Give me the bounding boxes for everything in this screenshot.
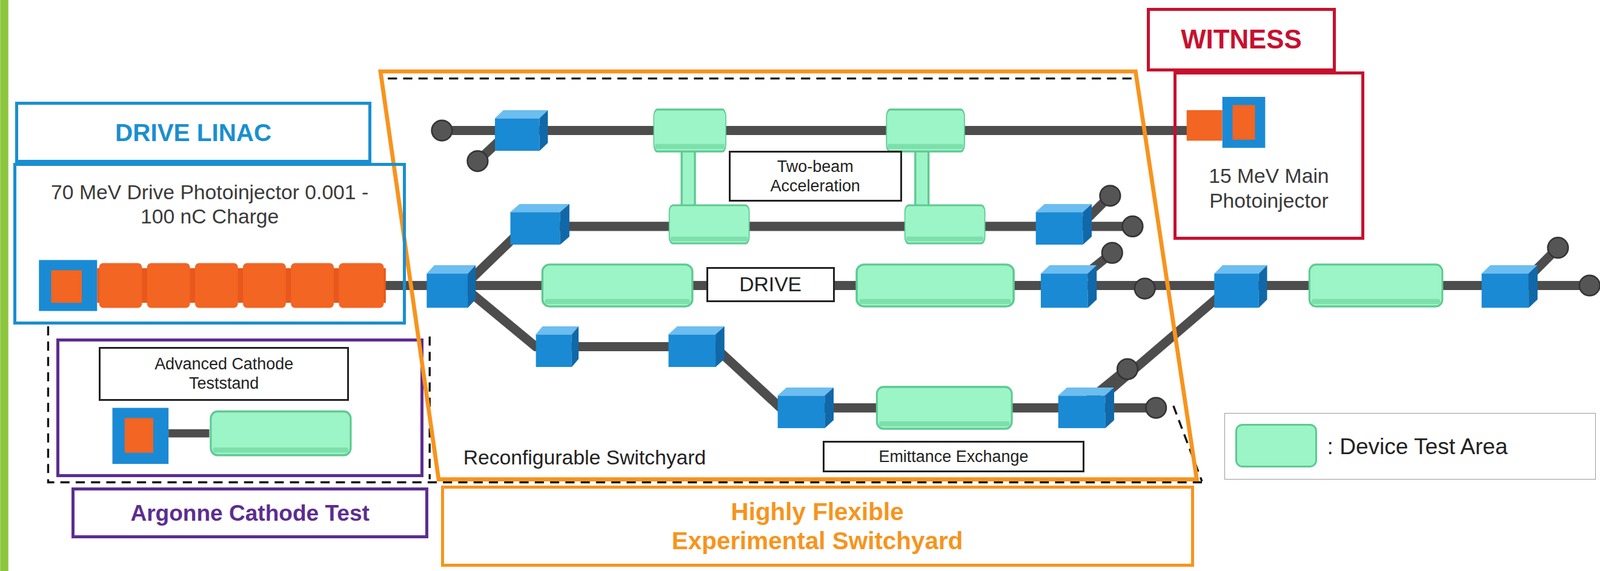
label-frame: Emittance Exchange xyxy=(822,441,1086,473)
label-box: Advanced Cathode Teststand xyxy=(98,347,349,402)
region-outline xyxy=(380,71,1197,480)
label-text: Reconfigurable Switchyard xyxy=(463,445,707,471)
heading-box: DRIVE LINAC xyxy=(15,101,372,163)
switchyard-group: Highly Flexible Experimental Switchyard R… xyxy=(380,71,1197,571)
label-text: DRIVE xyxy=(739,272,802,297)
linac-structure xyxy=(96,262,386,308)
beam-pipes xyxy=(385,130,1588,409)
label-frame: DRIVE xyxy=(706,267,835,302)
waveguide xyxy=(681,149,929,206)
label-text: 70 MeV Drive Photoinjector 0.001 - 100 n… xyxy=(46,180,374,230)
label-box: Two-beam Acceleration xyxy=(728,150,903,202)
label-text: Emittance Exchange xyxy=(878,447,1029,467)
heading-box: Argonne Cathode Test xyxy=(71,487,429,539)
heading-text: WITNESS xyxy=(1180,23,1302,56)
cathode-test-group: Argonne Cathode Test Advanced Cathode Tes… xyxy=(49,336,429,542)
label-frame: Two-beam Acceleration xyxy=(728,150,903,202)
linac-group: DRIVE LINAC 70 MeV Drive Photoinjector 0.… xyxy=(13,101,406,325)
label-text: Two-beam Acceleration xyxy=(754,156,877,197)
rf-guns xyxy=(38,96,1265,465)
heading-text: DRIVE LINAC xyxy=(115,118,272,148)
legend-box: : Device Test Area xyxy=(1224,413,1596,480)
region-outline xyxy=(380,71,1197,571)
photoinjector-box: 15 MeV Main Photoinjector xyxy=(1173,71,1365,240)
side-bar xyxy=(0,0,8,571)
label-box: Emittance Exchange xyxy=(822,441,1086,473)
label-frame: Advanced Cathode Teststand xyxy=(98,347,349,402)
witness-group: WITNESS 15 MeV Main Photoinjector xyxy=(1146,7,1365,240)
legend-swatch xyxy=(1235,424,1318,468)
heading-text: Highly Flexible Experimental Switchyard xyxy=(661,497,973,557)
label-text: 15 MeV Main Photoinjector xyxy=(1182,164,1356,214)
dipole-magnets xyxy=(426,110,1538,429)
legend-text: : Device Test Area xyxy=(1327,413,1508,479)
dashed-outline xyxy=(47,78,1202,483)
heading-text: Argonne Cathode Test xyxy=(130,499,370,527)
heading-box: WITNESS xyxy=(1146,7,1336,71)
linac-box: 70 MeV Drive Photoinjector 0.001 - 100 n… xyxy=(13,162,406,325)
label-text: Advanced Cathode Teststand xyxy=(142,354,306,394)
label-box: DRIVE xyxy=(706,267,835,302)
heading-box: Highly Flexible Experimental Switchyard xyxy=(441,485,1195,568)
caption-frame: Reconfigurable Switchyard xyxy=(457,441,734,476)
beam-dumps xyxy=(431,120,1600,419)
